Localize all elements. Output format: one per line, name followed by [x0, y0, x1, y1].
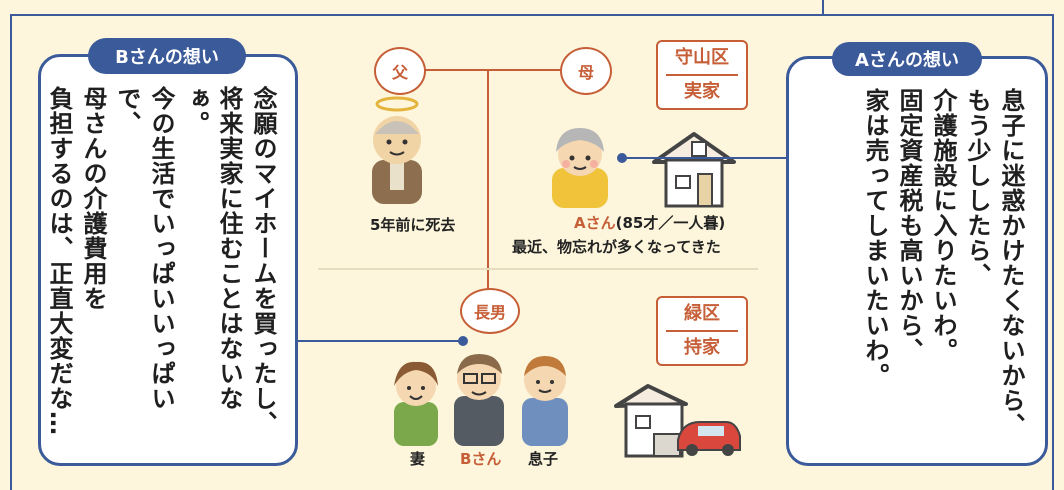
midori-tag-bottom: 持家 — [684, 337, 720, 358]
wife-caption: 妻 — [410, 450, 426, 468]
a-thought-box — [786, 56, 1048, 466]
family-illustration — [394, 354, 568, 446]
mother-name: Aさん — [574, 214, 616, 232]
b-thought-box — [38, 54, 298, 466]
a-thought-text: 息子に迷惑かけたくないから、 もう少ししたら、 介護施設に入りたいわ。 固定資産… — [808, 88, 1028, 458]
frame-right-border — [1052, 14, 1054, 490]
father-caption: 5年前に死去 — [370, 216, 456, 234]
father-illustration — [372, 96, 422, 204]
moriyama-tag: 守山区 実家 — [656, 40, 748, 110]
a-connector-line — [622, 157, 786, 159]
son-caption: 息子 — [528, 450, 559, 468]
a-thought-badge: Aさんの想い — [832, 42, 982, 76]
a-line-3: 介護施設に入りたいわ。 — [929, 88, 957, 363]
own-home-icon — [614, 384, 741, 458]
a-line-1: 息子に迷惑かけたくないから、 — [997, 88, 1025, 438]
a-connector-dot — [617, 153, 627, 163]
a-line-5: 家は売ってしまいたいわ。 — [861, 88, 889, 388]
b-caption: Bさん — [460, 450, 502, 468]
mother-detail: (85才／一人暮) — [615, 214, 726, 232]
mother-caption-line1: Aさん(85才／一人暮) — [574, 212, 725, 233]
b-line-1: 念願のマイホームを買ったし、 — [249, 86, 277, 436]
b-thought-badge: Bさんの想い — [88, 38, 246, 74]
b-line-5: 負担するのは、正直大変だな… — [45, 86, 73, 436]
b-line-3: 今の生活でいっぱいいっぱいで、 — [113, 86, 175, 411]
father-label: 父 — [374, 47, 426, 95]
b-connector-line-h — [298, 340, 464, 342]
son-label: 長男 — [460, 288, 520, 334]
frame-left-border — [10, 14, 12, 490]
moriyama-tag-bottom: 実家 — [684, 81, 720, 102]
mother-illustration — [552, 128, 608, 208]
a-line-2: もう少ししたら、 — [963, 88, 991, 288]
midori-tag-top: 緑区 — [666, 298, 738, 332]
family-home-icon — [652, 132, 736, 208]
frame-top-border — [10, 14, 1054, 16]
b-thought-text: 念願のマイホームを買ったし、 将来実家に住むことはないなぁ。 今の生活でいっぱい… — [45, 86, 280, 456]
b-connector-dot — [458, 336, 468, 346]
frame-connector — [822, 0, 824, 14]
a-line-4: 固定資産税も高いから、 — [895, 88, 923, 363]
mother-caption-line2: 最近、物忘れが多くなってきた — [512, 238, 721, 256]
mother-label: 母 — [560, 47, 612, 95]
midori-tag: 緑区 持家 — [656, 296, 748, 366]
generation-divider — [318, 268, 758, 270]
tree-descent-line — [487, 69, 489, 299]
tree-parents-line — [410, 69, 574, 71]
b-line-4: 母さんの介護費用を — [79, 86, 107, 311]
b-line-2: 将来実家に住むことはないなぁ。 — [181, 86, 243, 411]
moriyama-tag-top: 守山区 — [666, 42, 738, 76]
